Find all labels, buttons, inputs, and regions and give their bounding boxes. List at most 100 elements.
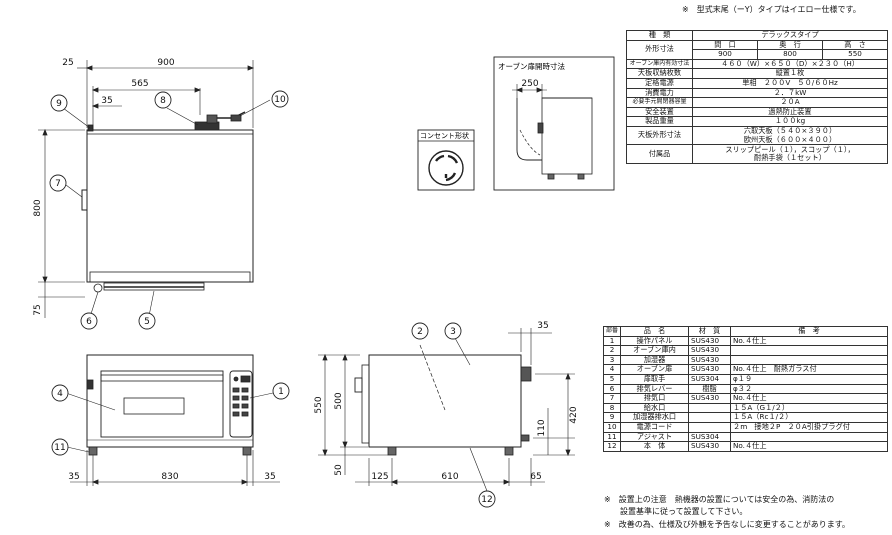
spec-tray-value-1: 六取天板（５４０×３９０）: [743, 125, 837, 135]
spec-acc-label: 付属品: [626, 144, 693, 165]
spec-kind-label: 種 類: [626, 30, 693, 41]
adjuster-foot-left: [88, 446, 98, 456]
side-body-outline: [368, 354, 522, 448]
panel-key: [241, 411, 249, 417]
parts-name: 本 体: [620, 441, 690, 452]
parts-name: 電源コード: [620, 421, 690, 433]
callout-10-text: 10: [274, 95, 286, 105]
spec-row-value: １００kg: [692, 116, 888, 127]
side-drain-fitting: [520, 434, 530, 442]
dim-35-front-left: 35: [68, 472, 79, 482]
spec-acc-value-1: スリップピール（１），スコップ（１），: [725, 144, 855, 154]
callout-12-text: 12: [481, 495, 492, 505]
front-view: [65, 354, 280, 486]
parts-no: 5: [602, 373, 622, 385]
callout-2-text: 2: [417, 327, 423, 337]
parts-material: [688, 402, 732, 414]
side-inlet-fitting: [520, 366, 532, 382]
top-bottom-strip: [89, 271, 251, 283]
panel-key: [241, 395, 249, 401]
drain-port: [87, 124, 94, 132]
control-panel: [229, 370, 253, 438]
spec-acc-row: 付属品 スリップピール（１），スコップ（１）， 耐熱手袋（１セット）: [626, 144, 888, 165]
spec-outer-val-row: 900 800 550: [627, 49, 889, 60]
top-body-outline: [86, 129, 254, 283]
callouts: [49, 90, 496, 508]
side-door-profile: [361, 364, 370, 444]
parts-header-row: 部番 品 名 材 質 備 考: [602, 326, 888, 337]
callout-5: [138, 312, 156, 330]
dim-800: 800: [33, 199, 43, 216]
parts-remarks: No.４仕上: [730, 441, 888, 452]
panel-key: [232, 395, 240, 401]
parts-material: SUS430: [688, 345, 732, 356]
dimension-labels: 900 25 565 35 800 75 35 830 35 550 500 5…: [33, 58, 579, 482]
spec-tray-value-2: 欧州天板（６００×４００）: [743, 134, 837, 144]
callout-8-text: 8: [160, 96, 166, 106]
spec-acc-value-2: 耐熱手袋（１セット）: [754, 153, 826, 163]
bottom-note-1: ※ 設置上の注意 熱機器の設置については安全の為、消防法の: [604, 495, 835, 504]
dim-75: 75: [33, 304, 43, 315]
parts-material: SUS430: [688, 441, 732, 452]
panel-key: [232, 411, 240, 417]
callout-3: [444, 322, 462, 340]
side-view: [318, 328, 575, 492]
dim-830: 830: [161, 472, 178, 482]
callout-6: [80, 312, 98, 330]
dim-125: 125: [371, 472, 388, 482]
callout-1-text: 1: [278, 387, 284, 397]
spec-row-label: 定格電源: [626, 77, 693, 89]
parts-header-no: 部番: [602, 326, 622, 337]
spec-tray-label: 天板外形寸法: [626, 125, 693, 146]
door-detail-open-door: [516, 98, 542, 161]
spec-row-label: 消費電力: [626, 87, 693, 99]
spec-row-label: 必要手元開閉器容量: [626, 97, 693, 108]
parts-name: 加湿器排水口: [620, 412, 690, 423]
parts-name: オーブン庫内: [620, 345, 690, 356]
spec-outer-depth: 800: [756, 49, 823, 60]
parts-remarks: φ１９: [730, 373, 888, 385]
dim-610: 610: [441, 472, 458, 482]
parts-material: [688, 412, 732, 423]
callout-11: [51, 438, 69, 456]
outlet-icon: [428, 150, 464, 186]
spec-header-row: 種 類 デラックスタイプ: [626, 30, 888, 41]
dim-565: 565: [131, 79, 148, 89]
spec-row: 定格電源単相 ２００V ５０/６０Hz: [626, 77, 888, 89]
panel-display: [240, 375, 251, 383]
door-open-detail: [493, 56, 615, 191]
dim-550: 550: [314, 396, 324, 413]
spec-table: 種 類 デラックスタイプ 外形寸法 間 口 奥 行 高 さ 900 800 55…: [626, 30, 889, 165]
bottom-note-2: 設置基準に従って設置して下さい。: [604, 507, 748, 516]
callout-5-text: 5: [144, 317, 150, 327]
spec-tray-value: 六取天板（５４０×３９０） 欧州天板（６００×４００）: [692, 125, 888, 146]
dim-420: 420: [569, 406, 579, 423]
callout-4: [51, 384, 69, 402]
side-foot-right: [504, 446, 514, 456]
front-body-outline: [86, 354, 254, 448]
panel-key: [241, 403, 249, 409]
parts-remarks: No.４仕上: [730, 393, 888, 404]
side-handle: [354, 377, 363, 393]
spec-type-value: デラックスタイプ: [692, 30, 888, 41]
spec-outer-label: 外形寸法: [626, 39, 693, 60]
callout-1: [272, 382, 290, 400]
top-note: ※ 型式末尾（ーY）タイプはイエロー仕様です。: [682, 5, 861, 14]
spec-row-value: 単相 ２００V ５０/６０Hz: [692, 77, 888, 89]
spec-acc-value: スリップピール（１），スコップ（１）， 耐熱手袋（１セット）: [692, 144, 888, 165]
exhaust-lever-knob: [93, 283, 103, 293]
parts-no: 9: [602, 412, 622, 423]
callout-4-text: 4: [57, 389, 63, 399]
parts-name: 排気口: [620, 393, 690, 404]
callout-2: [411, 322, 429, 340]
